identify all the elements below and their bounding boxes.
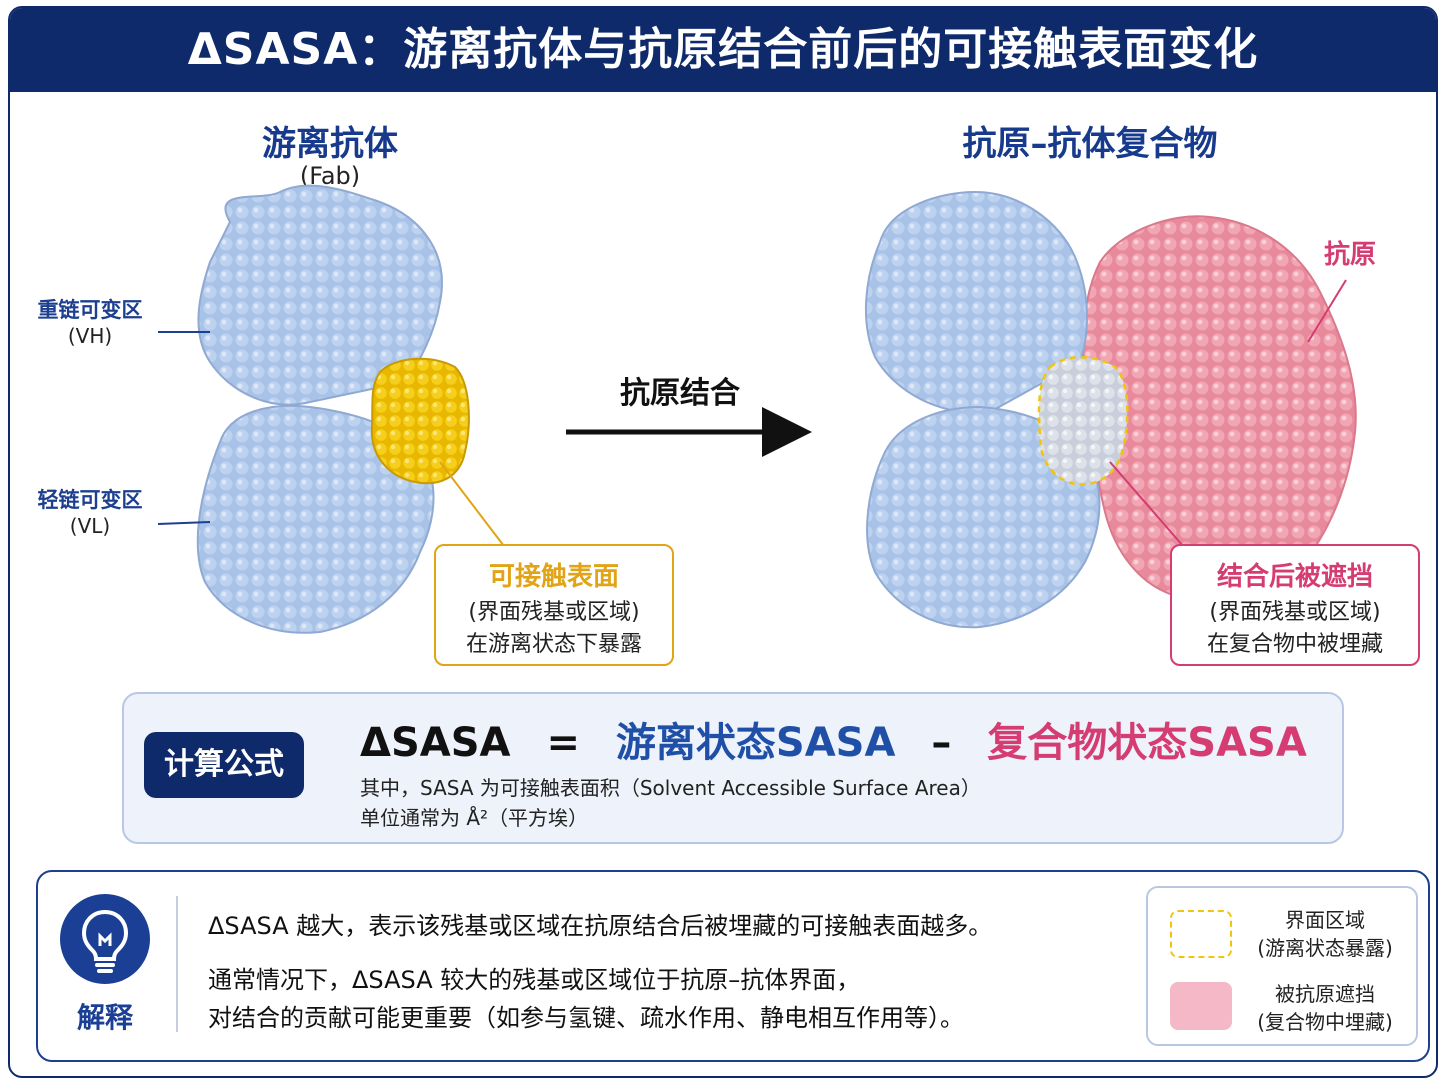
exposed-surface-callout: 可接触表面 (界面残基或区域) 在游离状态下暴露 xyxy=(434,544,674,666)
formula-note-unit: 单位通常为 Å²（平方埃） xyxy=(360,806,589,830)
formula-lhs: ΔSASA xyxy=(360,720,511,766)
vl-leader-line xyxy=(157,521,211,525)
vh-label: 重链可变区 xyxy=(37,298,143,322)
antigen-label: 抗原 xyxy=(1323,240,1376,270)
interface-exposed-patch xyxy=(370,357,470,485)
legend-interface-line1: 界面区域 xyxy=(1285,908,1365,932)
lightbulb-icon xyxy=(60,894,150,984)
figure-frame: ΔSASA：游离抗体与抗原结合前后的可接触表面变化 游离抗体 (Fab) 重链可… xyxy=(8,6,1438,1078)
exposed-callout-title: 可接触表面 xyxy=(488,562,619,592)
legend-interface-label: 界面区域 (游离状态暴露) xyxy=(1240,906,1410,962)
antigen-leader-line xyxy=(1307,279,1347,343)
explanation-line2: 通常情况下，ΔSASA 较大的残基或区域位于抗原–抗体界面， xyxy=(208,966,861,994)
vh-sublabel: (VH) xyxy=(67,324,113,348)
buried-callout-line2: 在复合物中被埋藏 xyxy=(1206,632,1383,657)
formula-equation: ΔSASA = 游离状态SASA – 复合物状态SASA xyxy=(360,710,1307,768)
legend: 界面区域 (游离状态暴露) 被抗原遮挡 (复合物中埋藏) xyxy=(1146,886,1418,1046)
formula-tag: 计算公式 xyxy=(144,732,304,798)
free-antibody-surface xyxy=(196,184,443,634)
legend-interface-swatch xyxy=(1170,910,1232,958)
legend-buried-swatch xyxy=(1170,982,1232,1030)
explanation-line3: 对结合的贡献可能更重要（如参与氢键、疏水作用、静电相互作用等）。 xyxy=(208,1004,964,1032)
exposed-callout-line1: (界面残基或区域) xyxy=(468,600,640,625)
formula-equals: = xyxy=(546,720,580,766)
exposed-callout-leader xyxy=(439,461,511,555)
buried-callout-line1: (界面残基或区域) xyxy=(1209,600,1381,625)
formula-minus: – xyxy=(931,720,952,766)
legend-buried-line2: (复合物中埋藏) xyxy=(1257,1010,1393,1034)
binding-arrow-label: 抗原结合 xyxy=(620,376,740,411)
buried-surface-callout: 结合后被遮挡 (界面残基或区域) 在复合物中被埋藏 xyxy=(1170,544,1420,666)
explanation-panel: 解释 ΔSASA 越大，表示该残基或区域在抗原结合后被埋藏的可接触表面越多。 通… xyxy=(36,870,1430,1062)
vl-sublabel: (VL) xyxy=(69,514,111,538)
interface-buried-patch xyxy=(1037,356,1129,486)
molecule-illustration xyxy=(157,184,1357,634)
formula-term-free: 游离状态SASA xyxy=(615,720,896,766)
legend-interface-line2: (游离状态暴露) xyxy=(1257,936,1393,960)
complex-antibody-surface xyxy=(864,190,1101,629)
legend-buried-line1: 被抗原遮挡 xyxy=(1275,982,1375,1006)
legend-buried-label: 被抗原遮挡 (复合物中埋藏) xyxy=(1240,980,1410,1036)
complex-heading: 抗原–抗体复合物 xyxy=(962,124,1218,164)
page-title: ΔSASA：游离抗体与抗原结合前后的可接触表面变化 xyxy=(10,8,1436,92)
buried-callout-leader xyxy=(1109,461,1191,555)
explanation-divider xyxy=(176,896,178,1032)
formula-term-complex: 复合物状态SASA xyxy=(987,720,1307,766)
exposed-callout-line2: 在游离状态下暴露 xyxy=(465,632,642,657)
formula-note-definition: 其中，SASA 为可接触表面积（Solvent Accessible Surfa… xyxy=(360,776,981,800)
buried-callout-title: 结合后被遮挡 xyxy=(1216,562,1373,592)
vl-label: 轻链可变区 xyxy=(37,488,143,512)
formula-panel: 计算公式 ΔSASA = 游离状态SASA – 复合物状态SASA 其中，SAS… xyxy=(122,692,1344,844)
explanation-label: 解释 xyxy=(76,1001,133,1034)
explanation-line1: ΔSASA 越大，表示该残基或区域在抗原结合后被埋藏的可接触表面越多。 xyxy=(208,912,993,940)
free-antibody-heading: 游离抗体 xyxy=(262,124,398,164)
